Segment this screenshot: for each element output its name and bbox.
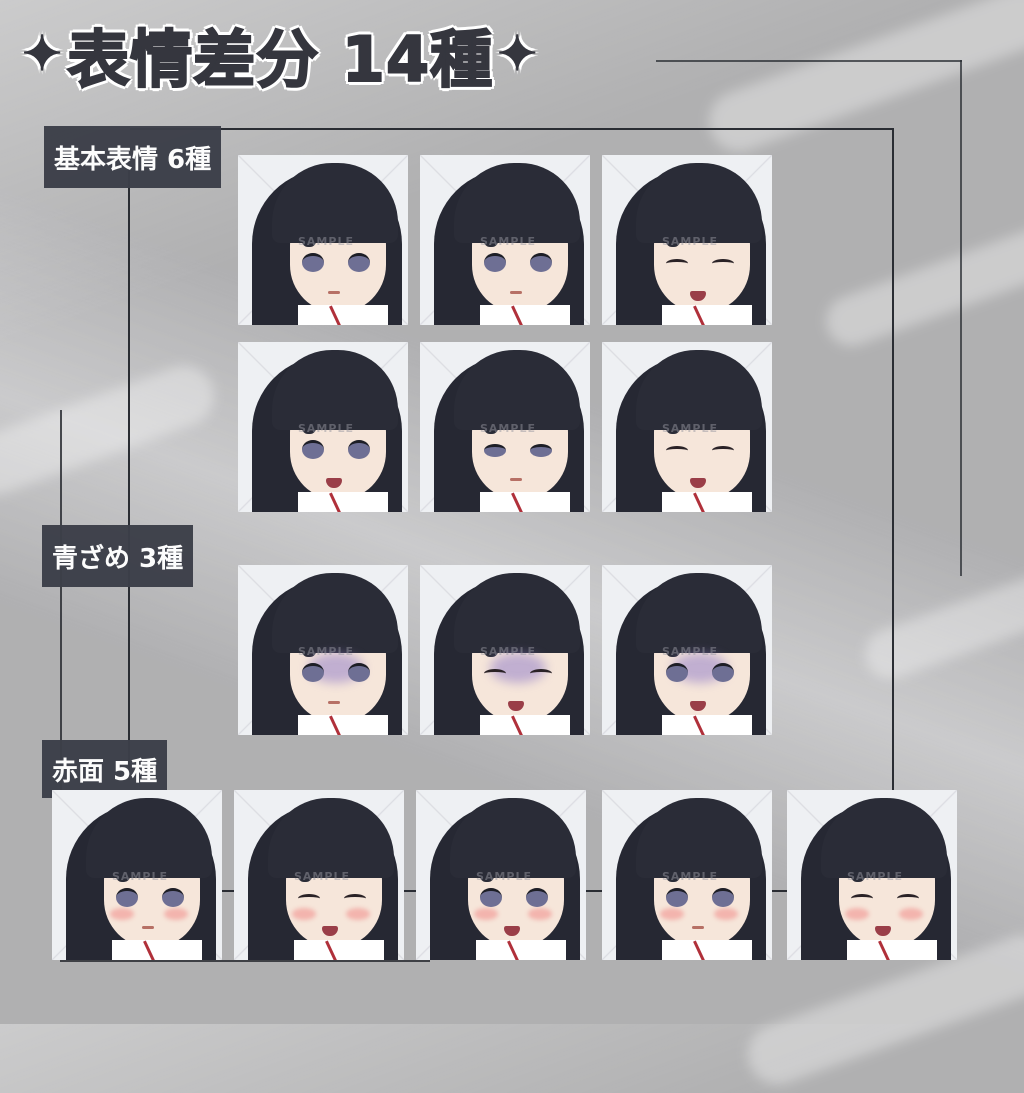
expression-card-pale-2[interactable]: SAMPLE (420, 565, 590, 735)
expression-card-pale-1[interactable]: SAMPLE (238, 565, 408, 735)
inner-frame-top (130, 128, 894, 130)
section-label-pale: 青ざめ 3種 (42, 525, 194, 587)
watermark-text: SAMPLE (662, 235, 718, 248)
watermark-text: SAMPLE (112, 870, 168, 883)
expression-card-basic-1[interactable]: SAMPLE (238, 155, 408, 325)
inner-frame-left (128, 160, 130, 780)
watermark-text: SAMPLE (298, 645, 354, 658)
watermark-text: SAMPLE (847, 870, 903, 883)
left-accent-line (60, 410, 62, 960)
expression-card-blush-3[interactable]: SAMPLE (416, 790, 586, 960)
bottom-frame (60, 960, 430, 962)
watermark-text: SAMPLE (662, 870, 718, 883)
watermark-text: SAMPLE (294, 870, 350, 883)
watermark-text: SAMPLE (480, 235, 536, 248)
outer-frame-right (960, 60, 962, 576)
expression-card-basic-4[interactable]: SAMPLE (238, 342, 408, 512)
expression-card-basic-6[interactable]: SAMPLE (602, 342, 772, 512)
sparkle-star-icon: ✦ (21, 25, 64, 83)
expression-card-blush-5[interactable]: SAMPLE (787, 790, 957, 960)
watermark-text: SAMPLE (480, 422, 536, 435)
light-streak (858, 563, 1024, 687)
inner-frame-right (892, 128, 894, 790)
expression-card-blush-2[interactable]: SAMPLE (234, 790, 404, 960)
watermark-text: SAMPLE (298, 235, 354, 248)
light-streak (819, 217, 1024, 353)
section-label-basic: 基本表情 6種 (44, 126, 222, 188)
watermark-text: SAMPLE (476, 870, 532, 883)
expression-card-blush-1[interactable]: SAMPLE (52, 790, 222, 960)
watermark-text: SAMPLE (480, 645, 536, 658)
page-title: ✦ 表情差分 14種 ✦ (18, 14, 542, 97)
watermark-text: SAMPLE (662, 422, 718, 435)
title-text: 表情差分 14種 (66, 22, 494, 97)
expression-card-blush-4[interactable]: SAMPLE (602, 790, 772, 960)
section-label-blush: 赤面 5種 (42, 740, 168, 798)
expression-card-basic-2[interactable]: SAMPLE (420, 155, 590, 325)
expression-card-pale-3[interactable]: SAMPLE (602, 565, 772, 735)
expression-card-basic-5[interactable]: SAMPLE (420, 342, 590, 512)
watermark-text: SAMPLE (662, 645, 718, 658)
light-streak (0, 357, 223, 503)
light-streak (700, 0, 1024, 160)
outer-frame-top (656, 60, 962, 62)
sparkle-star-icon: ✦ (496, 25, 539, 83)
watermark-text: SAMPLE (298, 422, 354, 435)
expression-card-basic-3[interactable]: SAMPLE (602, 155, 772, 325)
